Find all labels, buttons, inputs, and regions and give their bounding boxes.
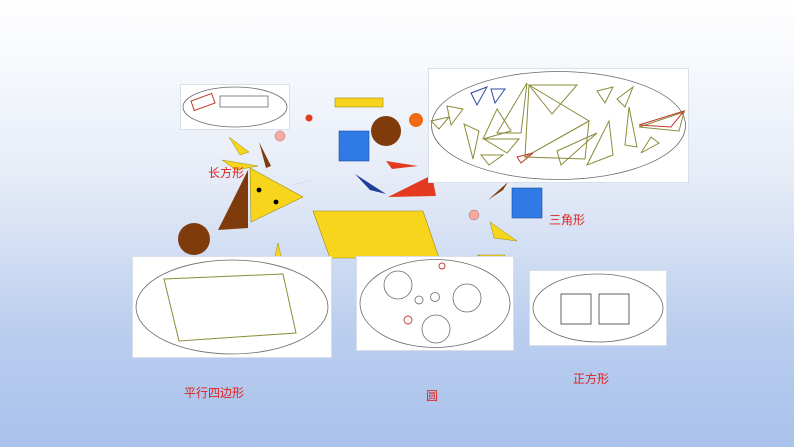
yellow-triangle-right xyxy=(489,221,518,242)
yellow-parallelogram xyxy=(312,210,440,259)
blue-square xyxy=(338,130,370,162)
outline-triangle xyxy=(585,119,614,166)
outline-triangle xyxy=(556,132,598,166)
square-ellipse xyxy=(532,273,664,343)
circle-label: 圆 xyxy=(426,389,439,403)
brown-triangle-small xyxy=(259,142,271,168)
yellow-triangle-left xyxy=(221,159,259,171)
outline-triangle xyxy=(640,136,660,154)
outline-circle xyxy=(452,283,482,313)
outline-triangle xyxy=(596,86,614,104)
darkblue-triangle-2 xyxy=(355,174,386,194)
red-outline-triangle xyxy=(638,110,686,128)
flat-rectangle xyxy=(219,95,269,108)
outline-triangle xyxy=(496,82,528,134)
outline-square xyxy=(598,293,630,325)
outline-triangle xyxy=(463,123,480,160)
brown-circle xyxy=(371,116,401,146)
outline-square xyxy=(560,293,592,325)
brown-triangle-mid xyxy=(488,182,508,200)
pink-circle xyxy=(274,130,286,142)
red-outline-triangle xyxy=(516,152,534,164)
outline-triangle xyxy=(482,107,512,140)
triangle-panel xyxy=(429,69,688,182)
rectangle-panel xyxy=(181,85,289,129)
tilted-rectangle xyxy=(190,92,216,112)
fish-eye-1 xyxy=(256,187,262,193)
blue-outline-triangle xyxy=(470,86,489,107)
blue-outline-triangle xyxy=(490,88,506,105)
red-triangle xyxy=(388,175,436,197)
parallelogram-panel xyxy=(133,257,331,357)
outline-triangle xyxy=(446,105,464,127)
outline-triangle xyxy=(616,85,635,108)
blue-square-right xyxy=(511,187,543,219)
red-outline-circle xyxy=(438,262,446,270)
outline-triangle xyxy=(479,154,505,166)
red-outline-circle xyxy=(403,315,413,325)
outline-circle xyxy=(383,270,413,300)
pink-circle-right xyxy=(468,209,480,221)
brown-circle-left xyxy=(178,223,210,255)
square-label: 正方形 xyxy=(573,372,610,386)
orange-circle xyxy=(409,113,423,127)
outline-circle xyxy=(421,314,451,344)
square-panel xyxy=(530,271,666,345)
yellow-bar xyxy=(334,97,384,108)
rectangle-label: 长方形 xyxy=(208,166,245,180)
outline-triangle xyxy=(482,138,521,154)
red-dot xyxy=(305,114,313,122)
parallelogram-label: 平行四边形 xyxy=(184,386,245,400)
circle-ellipse xyxy=(359,259,511,348)
darkblue-triangle xyxy=(289,178,320,186)
red-triangle-small xyxy=(386,161,418,169)
outline-triangle xyxy=(430,116,451,130)
parallelogram-outline xyxy=(163,273,297,342)
outline-triangle xyxy=(524,84,590,158)
outline-triangle xyxy=(624,106,638,148)
outline-triangle xyxy=(523,120,590,160)
yellow-fish-triangle xyxy=(249,167,304,223)
circle-panel xyxy=(357,257,513,350)
triangle-ellipse xyxy=(431,71,686,180)
parallelogram-ellipse xyxy=(135,259,329,355)
outline-triangle xyxy=(638,111,685,132)
rectangle-ellipse xyxy=(182,86,288,128)
outline-circle xyxy=(430,292,440,302)
yellow-triangle-top xyxy=(228,136,250,156)
outline-circle xyxy=(414,295,424,305)
brown-triangle-tall xyxy=(218,170,248,230)
triangle-label: 三角形 xyxy=(549,213,586,227)
outline-triangle xyxy=(527,84,579,115)
fish-eye-2 xyxy=(273,199,279,205)
